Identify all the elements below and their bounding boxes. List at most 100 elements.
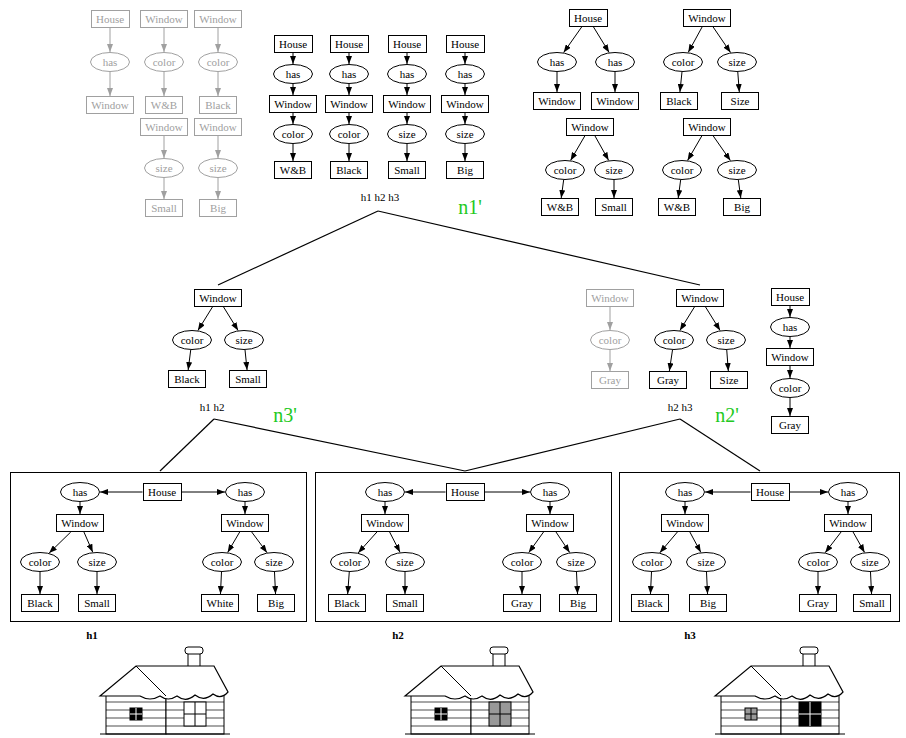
concept-box: Window xyxy=(676,289,724,307)
relation-arrow xyxy=(218,72,219,96)
relation-arrow xyxy=(220,572,221,594)
relation-oval: has xyxy=(770,317,810,337)
relation-arrow xyxy=(349,84,350,95)
node-text: House xyxy=(451,486,479,499)
node-text: Big xyxy=(734,201,750,214)
node-text: size xyxy=(728,164,745,177)
node-id-label: n1' xyxy=(458,195,482,219)
concept-box: Big xyxy=(723,198,761,216)
lattice-line xyxy=(378,211,700,285)
graph-frame: h3HousehasWindowcolorBlacksizeBighasWind… xyxy=(619,472,900,622)
node-text: Window xyxy=(688,121,725,134)
relation-arrow xyxy=(706,307,721,330)
relation-arrow xyxy=(571,136,585,160)
relation-arrow xyxy=(614,180,615,198)
relation-oval: color xyxy=(172,330,212,350)
concept-box: Black xyxy=(660,92,698,110)
node-text: Window xyxy=(446,98,483,111)
concept-box: Gray xyxy=(591,371,629,389)
oval-shape xyxy=(446,65,485,84)
relation-oval: size xyxy=(144,158,184,178)
relation-arrow xyxy=(49,532,71,553)
node-text: Window xyxy=(274,98,311,111)
relation-arrow xyxy=(848,502,849,514)
concept-box: House xyxy=(388,35,427,53)
concept-box: Window xyxy=(140,10,188,28)
relation-arrow xyxy=(738,72,740,92)
relation-oval: has xyxy=(365,482,405,502)
window-cross xyxy=(130,708,142,720)
oval-shape xyxy=(388,125,427,144)
relation-oval: size xyxy=(717,52,757,72)
relation-arrow xyxy=(349,53,350,64)
node-text: Window xyxy=(771,351,808,364)
relation-arrow xyxy=(164,136,165,158)
window-cross xyxy=(799,702,821,726)
node-text: h3 xyxy=(684,629,696,642)
oval-shape xyxy=(386,553,425,572)
relation-arrow xyxy=(390,532,400,552)
node-text: color xyxy=(554,164,577,177)
node-text: Window xyxy=(199,292,236,305)
concept-box: House xyxy=(143,483,182,501)
relation-arrow xyxy=(110,28,111,52)
relation-oval: has xyxy=(595,52,635,72)
oval-shape xyxy=(718,161,757,180)
node-text: size xyxy=(398,128,415,141)
node-text: size xyxy=(88,556,105,569)
graph-set-label: h1 h2 h3 xyxy=(361,191,400,204)
relation-arrow xyxy=(348,572,350,594)
node-text: color xyxy=(207,56,230,69)
node-text: color xyxy=(338,128,361,141)
concept-box: Gray xyxy=(649,371,687,389)
concept-box: House xyxy=(446,35,485,53)
oval-shape xyxy=(203,553,242,572)
node-text: color xyxy=(511,556,534,569)
node-text: Small xyxy=(392,597,418,610)
oval-shape xyxy=(591,331,630,350)
oval-shape xyxy=(199,53,238,72)
concept-box: W&B xyxy=(145,96,183,114)
node-id-label: n3' xyxy=(273,403,297,427)
node-text: size xyxy=(567,556,584,569)
node-text: White xyxy=(207,597,234,610)
oval-shape xyxy=(446,125,485,144)
oval-shape xyxy=(687,553,726,572)
concept-box: House xyxy=(569,9,608,27)
relation-arrow xyxy=(825,532,841,553)
node-text: has xyxy=(73,486,88,499)
concept-box: Black xyxy=(21,594,59,612)
relation-oval: color xyxy=(654,330,694,350)
concept-box: Window xyxy=(683,118,731,136)
concept-box: Big xyxy=(257,594,295,612)
relation-arrow xyxy=(465,53,466,64)
oval-shape xyxy=(633,553,672,572)
concept-box: Window xyxy=(526,514,574,532)
node-text: W&B xyxy=(280,164,306,177)
node-text: Gray xyxy=(657,374,679,387)
oval-shape xyxy=(546,161,585,180)
oval-shape xyxy=(851,553,890,572)
node-text: Size xyxy=(731,95,750,108)
relation-oval: size xyxy=(445,124,485,144)
relation-arrow xyxy=(713,27,730,53)
node-text: Black xyxy=(174,373,200,386)
node-text: Big xyxy=(210,202,226,215)
concept-box: Window xyxy=(325,95,373,113)
window-cross xyxy=(745,708,757,720)
oval-shape xyxy=(199,159,238,178)
window-cross xyxy=(435,708,447,720)
relation-oval: has xyxy=(537,52,577,72)
concept-box: Small xyxy=(386,594,424,612)
oval-shape xyxy=(557,553,596,572)
node-text: size xyxy=(605,164,622,177)
node-text: size xyxy=(697,556,714,569)
relation-arrow xyxy=(690,532,701,552)
concept-box: Small xyxy=(145,199,183,217)
node-text: Black xyxy=(27,597,53,610)
relation-arrow xyxy=(100,492,143,493)
relation-arrow xyxy=(853,532,864,552)
oval-shape xyxy=(145,159,184,178)
oval-shape xyxy=(531,483,570,502)
node-text: Big xyxy=(457,164,473,177)
